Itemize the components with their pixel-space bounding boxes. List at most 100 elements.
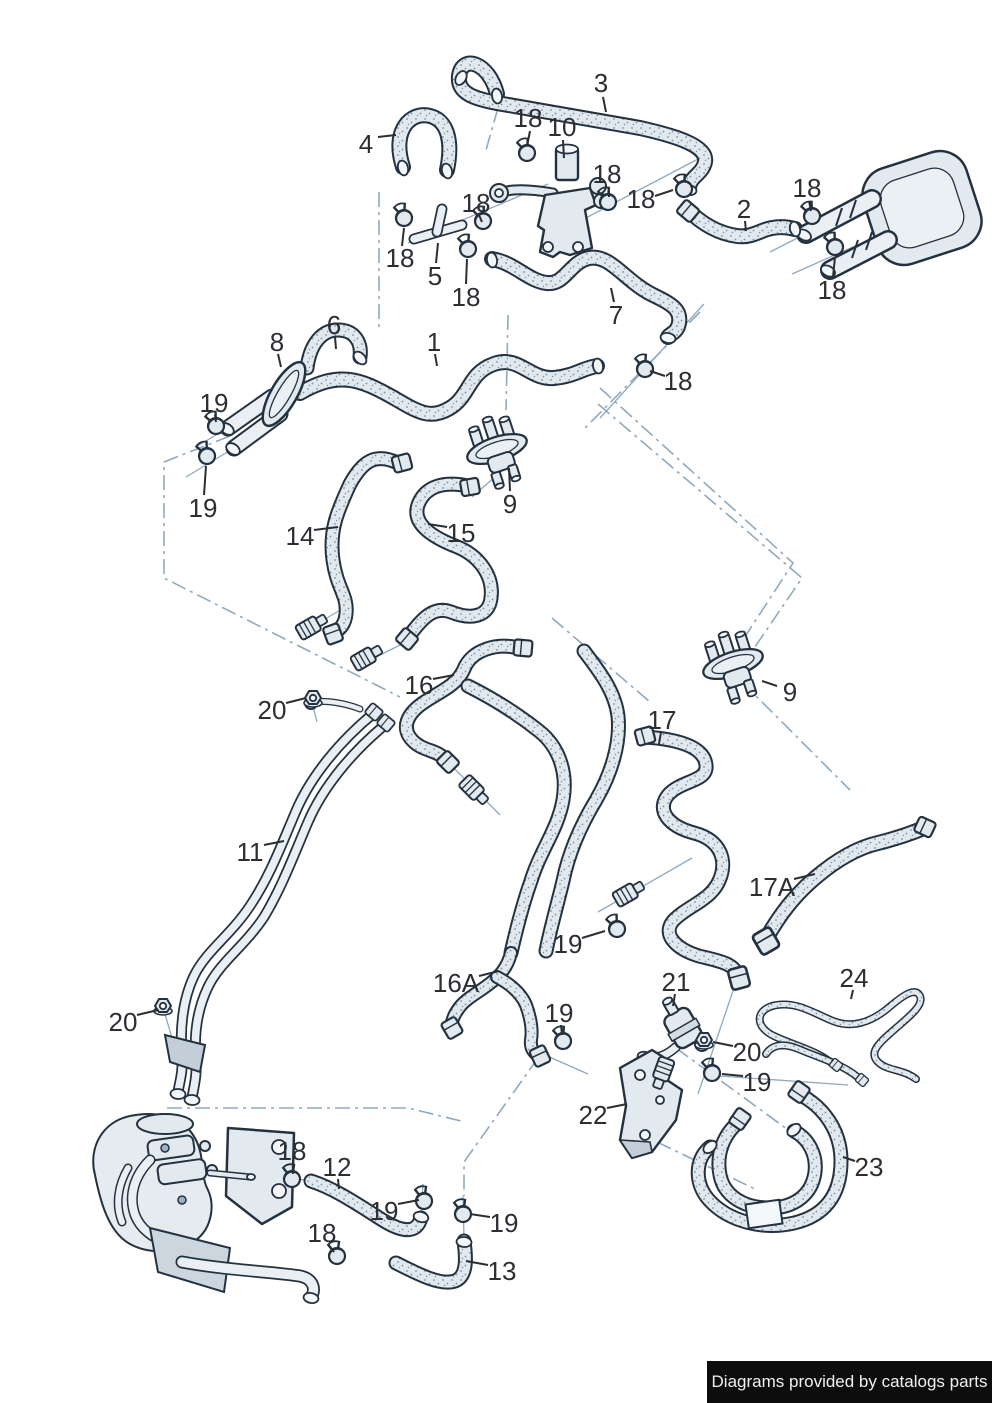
callout-label-19: 19 bbox=[200, 388, 229, 418]
callout-leader-17 bbox=[658, 731, 662, 745]
callout-label-17A: 17A bbox=[749, 872, 796, 902]
callout-leader-12 bbox=[337, 1178, 340, 1190]
callout-label-21: 21 bbox=[662, 967, 691, 997]
callout-leader-18 bbox=[327, 1243, 335, 1253]
callout-leader-16 bbox=[432, 674, 455, 680]
callout-leader-10 bbox=[562, 139, 565, 159]
callout-label-24: 24 bbox=[840, 963, 869, 993]
callout-leader-18 bbox=[808, 200, 812, 212]
callout-label-19: 19 bbox=[545, 998, 574, 1028]
callout-leader-14 bbox=[313, 526, 339, 531]
callout-label-2: 2 bbox=[737, 194, 751, 224]
callout-leader-11 bbox=[263, 840, 285, 846]
callout-leader-19 bbox=[469, 1213, 491, 1218]
hose-1 bbox=[300, 362, 597, 414]
hose-3 bbox=[459, 64, 705, 188]
callout-leader-18 bbox=[649, 370, 666, 377]
callout-label-6: 6 bbox=[327, 310, 341, 340]
callout-label-15: 15 bbox=[447, 518, 476, 548]
hose-7 bbox=[492, 258, 679, 337]
callout-label-18: 18 bbox=[593, 159, 622, 189]
callout-label-11: 11 bbox=[237, 837, 264, 867]
callout-label-23: 23 bbox=[855, 1152, 884, 1182]
callout-leader-18 bbox=[526, 130, 531, 147]
callout-leader-22 bbox=[606, 1103, 628, 1109]
callout-label-16: 16 bbox=[405, 670, 434, 700]
callout-label-19: 19 bbox=[554, 929, 583, 959]
hose-4 bbox=[399, 115, 449, 170]
callout-leader-18 bbox=[832, 256, 836, 278]
callout-leader-20 bbox=[285, 697, 307, 704]
flange-8 bbox=[217, 360, 307, 459]
t-fitting-5 bbox=[414, 209, 462, 239]
callout-leader-9 bbox=[761, 680, 778, 687]
callout-leader-8 bbox=[277, 353, 282, 368]
callout-label-18: 18 bbox=[514, 103, 543, 133]
pipe-11-mount-bracket bbox=[163, 1033, 207, 1074]
callout-label-7: 7 bbox=[609, 300, 623, 330]
callout-leader-19 bbox=[397, 1199, 420, 1205]
callout-label-3: 3 bbox=[594, 68, 608, 98]
callout-label-17: 17 bbox=[648, 705, 677, 735]
callout-label-14: 14 bbox=[286, 521, 315, 551]
callout-leader-19 bbox=[214, 414, 217, 423]
callout-leader-3 bbox=[602, 96, 607, 113]
callout-leader-18 bbox=[654, 189, 674, 197]
callout-label-20: 20 bbox=[733, 1037, 762, 1067]
hose-15 bbox=[408, 484, 491, 637]
callout-label-5: 5 bbox=[428, 261, 442, 291]
construction-lines bbox=[163, 107, 851, 1196]
callout-label-19: 19 bbox=[189, 493, 218, 523]
callout-label-9: 9 bbox=[503, 489, 517, 519]
callout-leader-20 bbox=[712, 1041, 734, 1047]
callout-leader-20 bbox=[136, 1009, 159, 1016]
callout-leader-19 bbox=[203, 465, 207, 496]
callout-label-12: 12 bbox=[323, 1152, 352, 1182]
callout-label-9: 9 bbox=[783, 677, 797, 707]
callout-label-19: 19 bbox=[490, 1208, 519, 1238]
hose-17 bbox=[645, 737, 738, 976]
callout-label-19: 19 bbox=[370, 1196, 399, 1226]
callout-leader-2 bbox=[744, 220, 747, 232]
callout-leader-16A bbox=[478, 970, 500, 977]
callout-leader-18 bbox=[478, 214, 483, 223]
callout-leader-19 bbox=[581, 930, 606, 939]
callout-leader-18 bbox=[465, 258, 468, 285]
callout-label-20: 20 bbox=[109, 1007, 138, 1037]
callout-label-1: 1 bbox=[427, 327, 441, 357]
callout-label-18: 18 bbox=[452, 282, 481, 312]
callout-label-18: 18 bbox=[627, 184, 656, 214]
callout-label-18: 18 bbox=[278, 1136, 307, 1166]
callout-leader-15 bbox=[427, 523, 448, 528]
callout-leader-18 bbox=[401, 227, 405, 247]
footer-credit-text: Diagrams provided by catalogs parts bbox=[711, 1372, 988, 1391]
callout-leader-24 bbox=[850, 989, 854, 1000]
callout-label-18: 18 bbox=[462, 188, 491, 218]
auxiliary-pump-assembly bbox=[92, 1113, 321, 1306]
callout-label-13: 13 bbox=[488, 1256, 517, 1286]
footer-credit: Diagrams provided by catalogs parts bbox=[707, 1361, 992, 1403]
callout-label-20: 20 bbox=[258, 695, 287, 725]
callout-label-22: 22 bbox=[579, 1100, 608, 1130]
coolant-flange-engine bbox=[794, 149, 983, 279]
callout-leader-23 bbox=[842, 1156, 856, 1162]
hose-13 bbox=[396, 1241, 465, 1282]
callout-leader-7 bbox=[610, 287, 615, 303]
callout-leader-9 bbox=[508, 467, 511, 492]
callout-leader-6 bbox=[334, 336, 337, 350]
callout-leader-21 bbox=[672, 993, 676, 1007]
callout-label-18: 18 bbox=[664, 366, 693, 396]
callout-leader-17A bbox=[793, 873, 816, 880]
hose-23-sleeve bbox=[744, 1198, 784, 1230]
callout-leader-19 bbox=[560, 1024, 563, 1036]
callout-leader-1 bbox=[434, 353, 438, 367]
callout-leader-13 bbox=[465, 1260, 489, 1266]
callout-label-4: 4 bbox=[359, 129, 373, 159]
callout-leader-4 bbox=[377, 134, 397, 138]
callout-leader-5 bbox=[435, 242, 439, 264]
callout-label-10: 10 bbox=[548, 112, 577, 142]
callout-label-18: 18 bbox=[386, 243, 415, 273]
callout-label-16A: 16A bbox=[433, 968, 480, 998]
